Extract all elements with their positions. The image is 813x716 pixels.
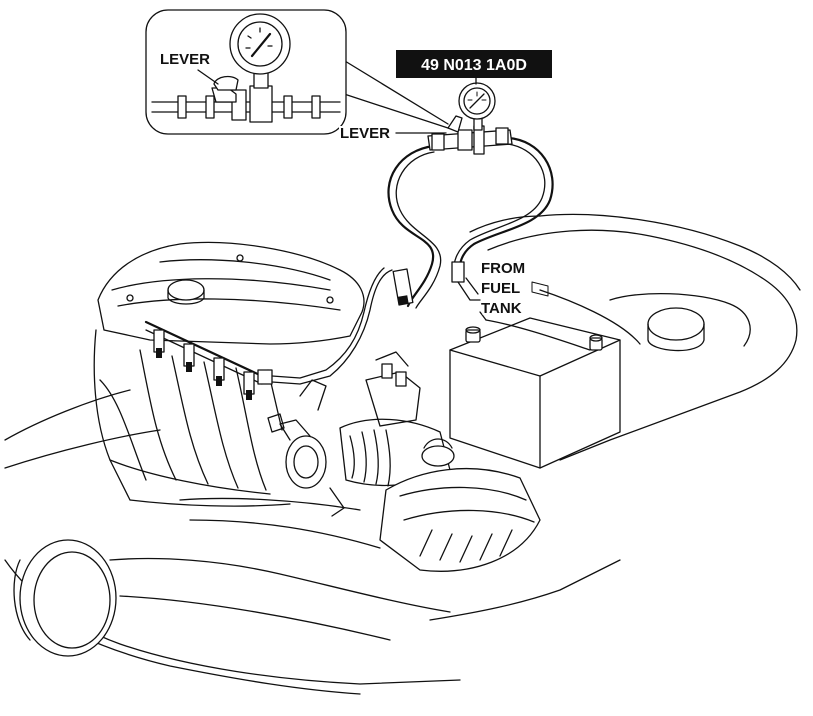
oil-filler-cap xyxy=(167,279,205,301)
inset-lever-leader xyxy=(197,69,219,85)
strut-tower-right xyxy=(647,307,705,341)
throttle-body xyxy=(285,435,327,489)
inset-detail xyxy=(145,9,449,135)
fuel-hoses xyxy=(271,136,554,385)
tool-number-label: 49 N013 1A0D xyxy=(396,50,552,85)
inset-gauge-dial xyxy=(229,13,291,75)
injectors xyxy=(153,329,255,400)
gauge-lever xyxy=(447,115,463,133)
hose-connector-tank xyxy=(451,261,465,283)
vehicle-body xyxy=(4,213,801,695)
fuel-tank-line2: FUEL xyxy=(481,280,520,297)
fuel-tank-line3: TANK xyxy=(481,300,522,317)
fuel-tank-line1: FROM xyxy=(481,260,525,277)
inset-frame xyxy=(145,9,347,135)
inset-lever-label: LEVER xyxy=(160,51,210,68)
battery xyxy=(449,281,641,469)
headlight-left xyxy=(19,539,117,657)
fuel-pressure-gauge xyxy=(427,82,513,155)
from-fuel-tank-label: FROM FUEL TANK xyxy=(479,258,527,319)
lever-label: LEVER xyxy=(340,125,390,142)
hose-connector-engine xyxy=(392,268,414,306)
tool-number-text: 49 N013 1A0D xyxy=(421,57,527,74)
air-intake xyxy=(267,351,541,572)
tool-number-bg xyxy=(396,50,552,78)
engine xyxy=(93,241,365,507)
